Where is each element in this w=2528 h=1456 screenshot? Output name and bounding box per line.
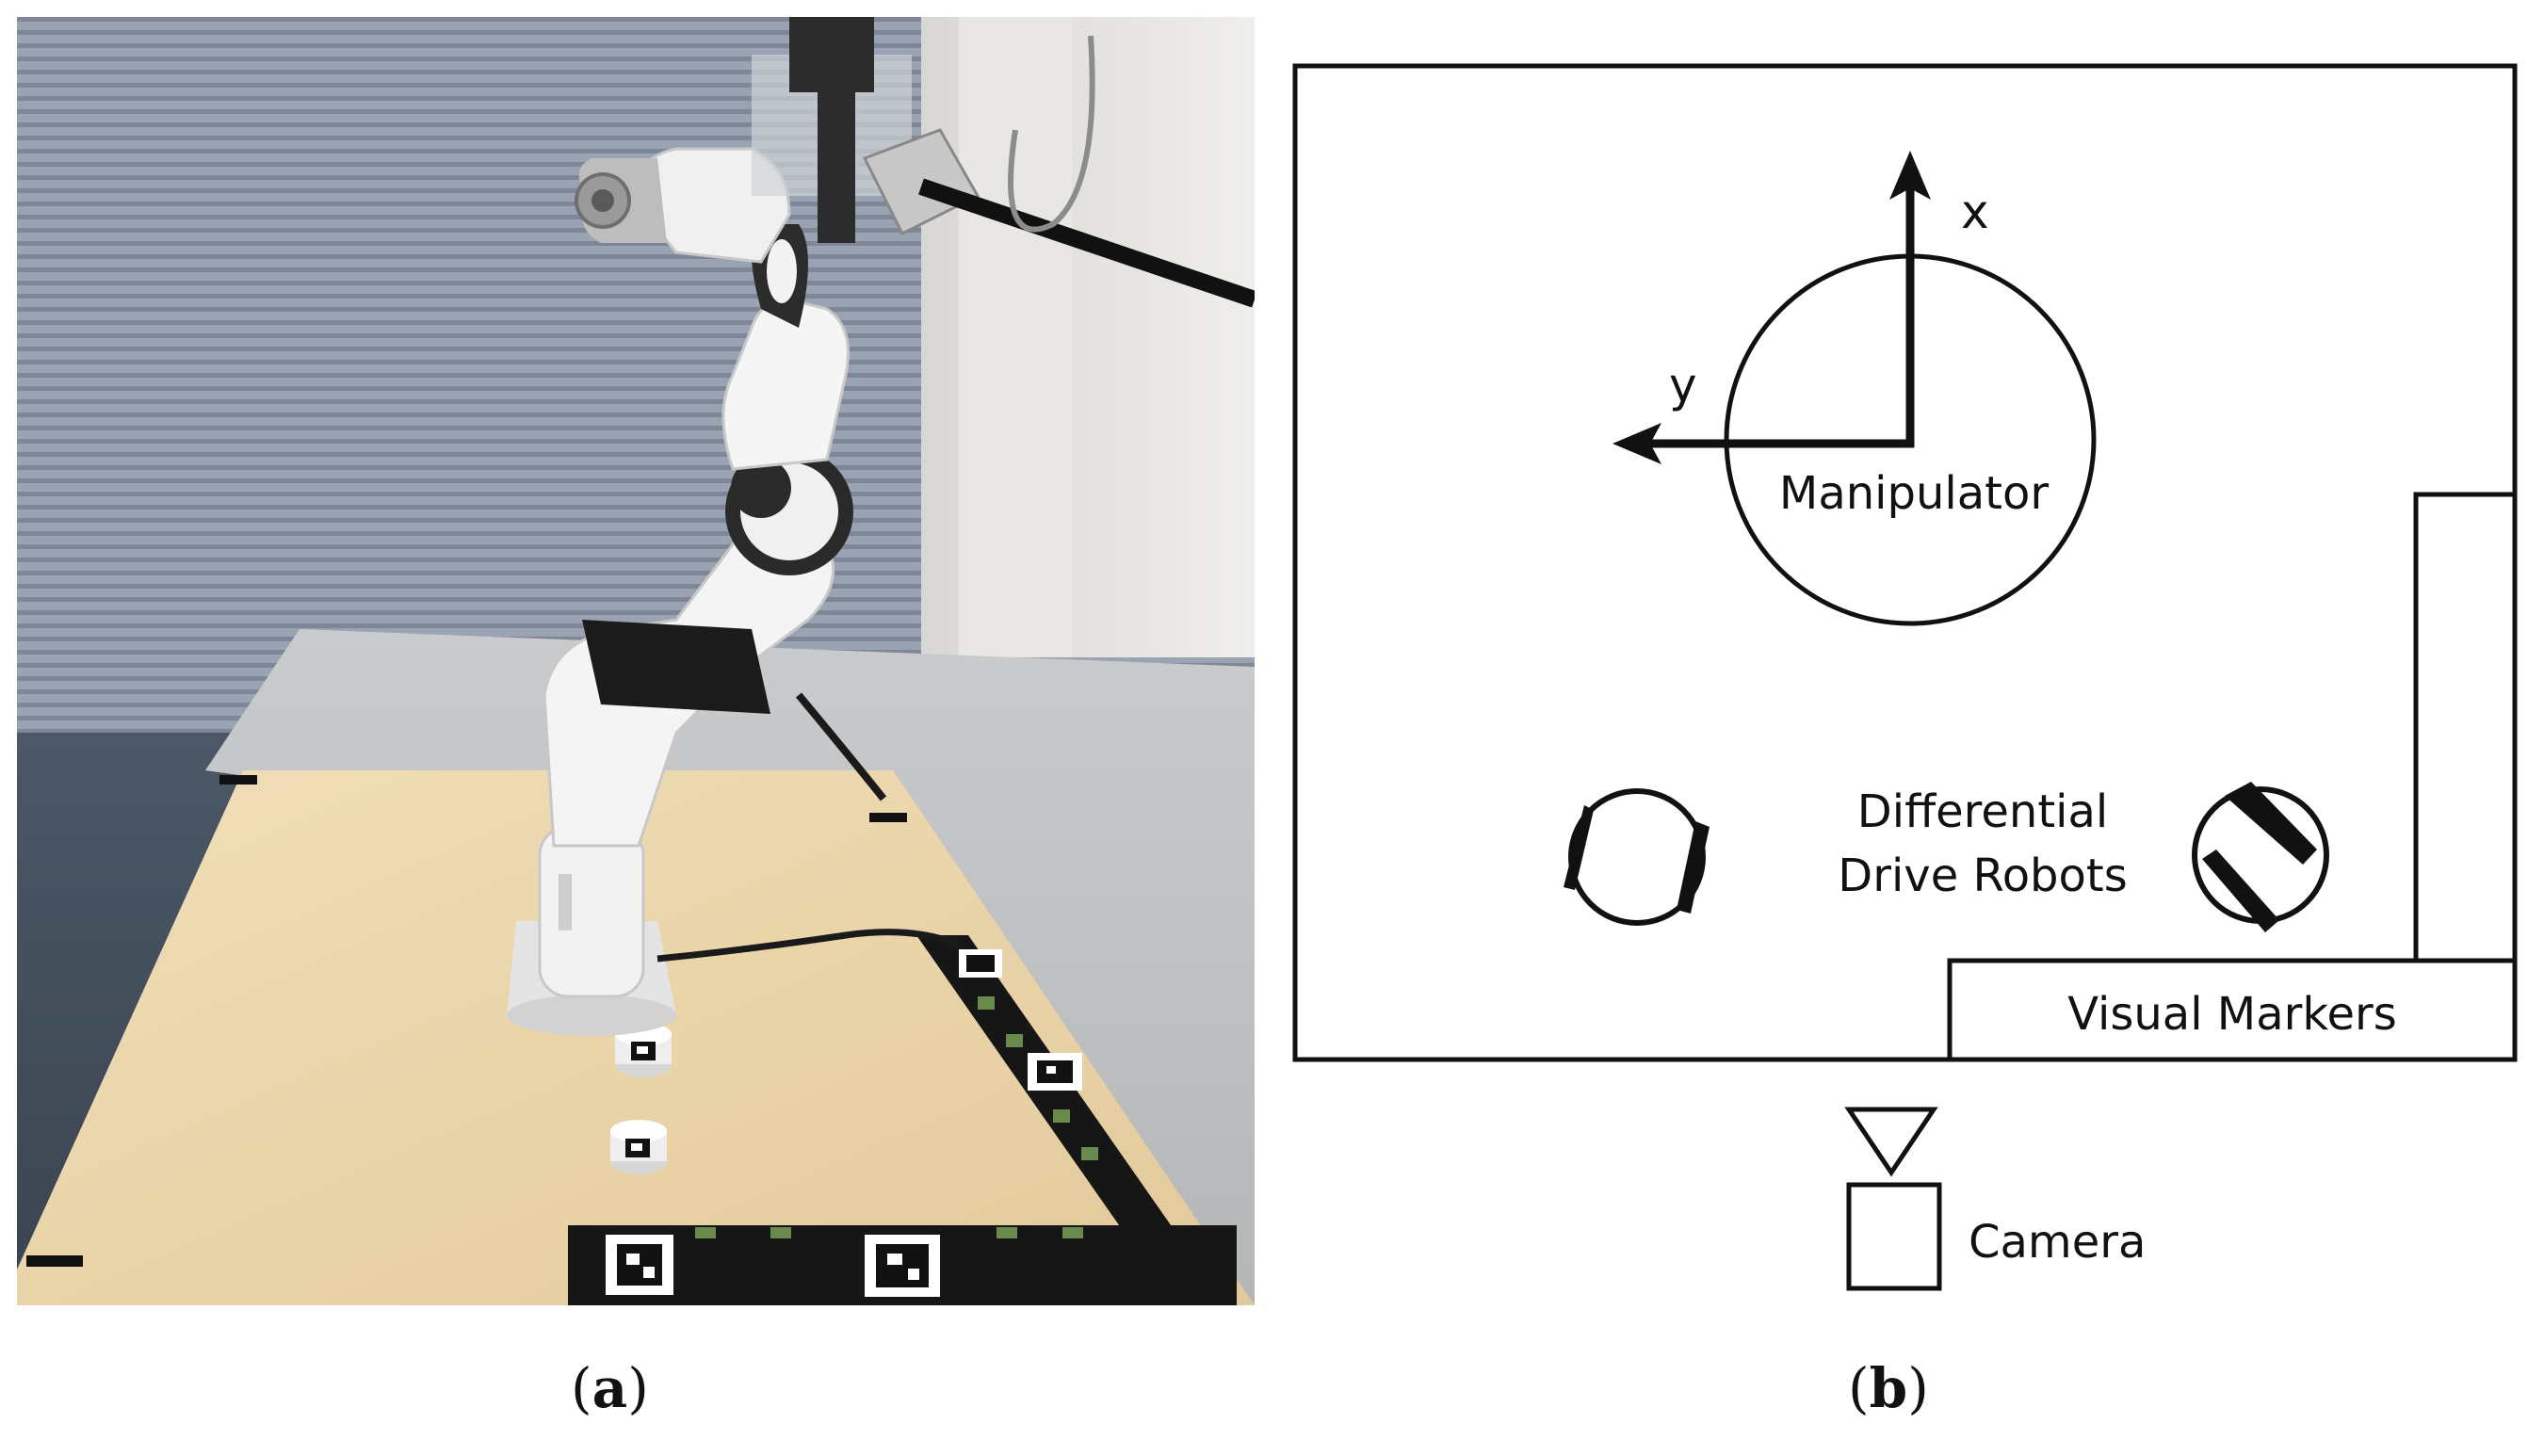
- board-clamp-bottom: [26, 1255, 83, 1267]
- differential-drive-robot-1: [1564, 788, 1710, 926]
- axis-x-label: x: [1961, 185, 1989, 239]
- caption-b-close: ): [1907, 1356, 1929, 1420]
- cable-2: [795, 692, 887, 801]
- visual-markers-label: Visual Markers: [2067, 988, 2396, 1041]
- strip-electronics: [695, 996, 1098, 1238]
- axis-y-label: y: [1669, 358, 1697, 413]
- caption-a-letter: a: [591, 1356, 628, 1420]
- manipulator-label: Manipulator: [1779, 467, 2049, 520]
- cable-1: [656, 929, 961, 963]
- y-axis-arrowhead: [1612, 423, 1661, 464]
- caption-a-close: ): [627, 1356, 649, 1420]
- caption-a-open: (: [571, 1356, 592, 1420]
- photo-background-pillar: [959, 17, 1072, 657]
- cable-3: [1008, 35, 1095, 233]
- aruco-marker-4: [1028, 1053, 1082, 1091]
- control-box: [582, 620, 770, 714]
- camera-label: Camera: [1969, 1216, 2146, 1269]
- caption-a: (a): [571, 1356, 649, 1420]
- aruco-marker-2: [865, 1235, 940, 1297]
- camera-lens-icon: [1844, 1107, 1938, 1177]
- caption-b: (b): [1848, 1356, 1929, 1420]
- schematic-diagram: x y Manipulator Differential Drive Robot…: [1292, 63, 2518, 1291]
- caption-b-letter: b: [1869, 1356, 1908, 1420]
- aruco-marker-3: [959, 949, 1002, 978]
- workspace-boundary: [1292, 63, 2518, 1062]
- visual-markers-region: [1947, 492, 2515, 1060]
- x-axis-arrowhead: [1889, 151, 1931, 200]
- robots-label-line1: Differential: [1857, 785, 2108, 838]
- differential-drive-robot-2: [2192, 782, 2329, 932]
- camera-body-icon: [1846, 1182, 1942, 1291]
- board-clamp-right: [869, 813, 907, 822]
- photo-panel: [17, 17, 1255, 1305]
- mobile-robot-2: [610, 1120, 667, 1174]
- robots-label-line2: Drive Robots: [1838, 849, 2127, 902]
- board-clamp-left: [219, 775, 257, 785]
- caption-b-open: (: [1848, 1356, 1870, 1420]
- aruco-marker-1: [606, 1235, 673, 1295]
- overhead-camera-mount: [752, 17, 1255, 308]
